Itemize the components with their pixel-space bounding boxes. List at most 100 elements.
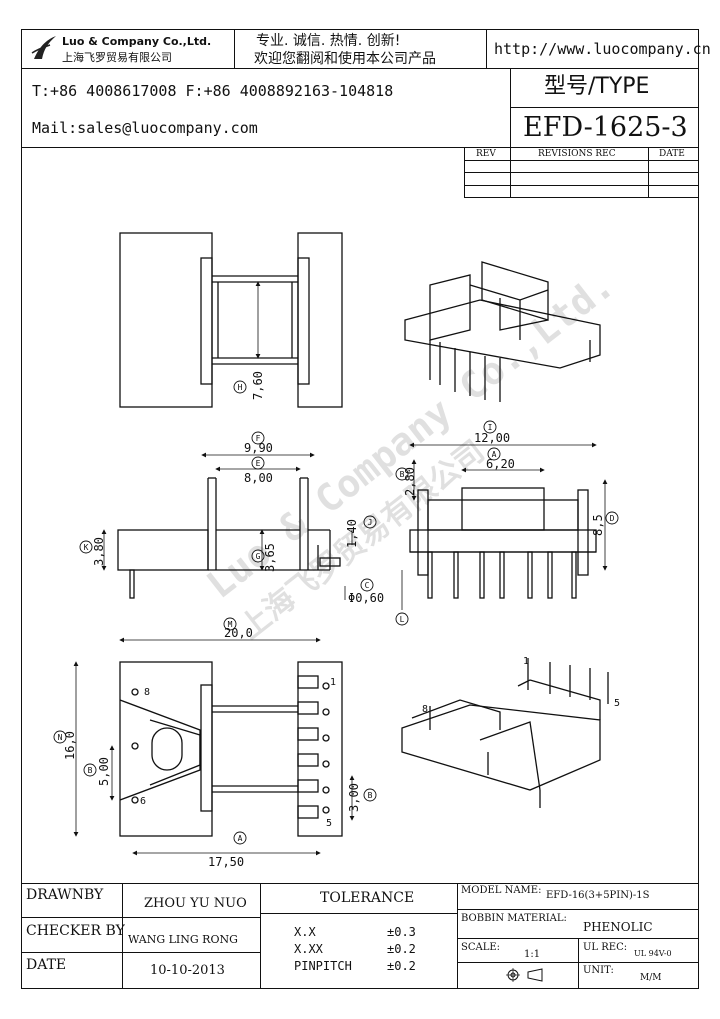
email[interactable]: Mail:sales@luocompany.com — [32, 119, 258, 137]
website-link[interactable]: http://www.luocompany.cn — [494, 40, 711, 58]
pin-6: 6 — [140, 796, 146, 807]
iso-pin-1: 1 — [523, 656, 529, 667]
scale-value: 1:1 — [524, 949, 541, 960]
ulrec-label: UL REC: — [583, 942, 628, 953]
tol3-label: PINPITCH — [294, 959, 352, 973]
unit-label: UNIT: — [583, 965, 614, 976]
dim-F: 9,90 — [244, 441, 273, 455]
checker-label: CHECKER BY — [26, 923, 125, 939]
front-view — [401, 442, 608, 610]
tb-line — [578, 938, 579, 989]
drawnby-value: ZHOU YU NUO — [144, 896, 247, 911]
projection-symbol-icon — [504, 966, 548, 984]
pin-5: 5 — [326, 818, 332, 829]
slogan-line1: 专业. 诚信. 热情. 创新! — [256, 33, 401, 49]
bobbin-value: PHENOLIC — [583, 920, 653, 934]
tolerance-title: TOLERANCE — [320, 890, 415, 906]
checker-value: WANG LING RONG — [128, 933, 238, 946]
pin-1: 1 — [330, 677, 336, 688]
bottom-view — [73, 637, 355, 856]
drawnby-label: DRAWNBY — [26, 887, 104, 903]
letter-B-top: B — [400, 470, 405, 479]
rev-col-line — [648, 147, 649, 198]
letter-H: H — [238, 383, 243, 392]
dim-B-left: 5,00 — [97, 757, 111, 786]
letter-C: C — [365, 581, 370, 590]
iso-pin-5: 5 — [614, 698, 620, 709]
date-value: 10-10-2013 — [150, 963, 225, 978]
rev-header-date: DATE — [659, 149, 685, 159]
letter-B-left: B — [88, 766, 93, 775]
letter-A-top: A — [492, 450, 497, 459]
dim-H: 7,60 — [251, 371, 265, 400]
unit-value: M/M — [640, 973, 662, 983]
top-view — [119, 232, 343, 408]
title-block — [21, 883, 699, 989]
letter-E: E — [256, 459, 261, 468]
letter-B-right: B — [368, 791, 373, 800]
model-name-label: MODEL NAME: — [461, 885, 542, 896]
tol3-value: ±0.2 — [387, 959, 416, 973]
letter-F: F — [256, 434, 261, 443]
tb-line — [21, 952, 260, 953]
tb-line — [457, 909, 699, 910]
ulrec-value: UL 94V-0 — [634, 949, 672, 958]
dim-E: 8,00 — [244, 471, 273, 485]
circled-letter-text: H F E K G J C I B A D L M N B B A — [58, 383, 615, 843]
letter-L: L — [400, 615, 405, 624]
scale-label: SCALE: — [461, 942, 501, 953]
tol1-value: ±0.3 — [387, 925, 416, 939]
tb-line — [122, 883, 123, 989]
side-view — [101, 452, 353, 600]
dim-A-top: 6,20 — [486, 457, 515, 471]
pin-numbers: 8 6 1 5 1 5 8 — [140, 656, 620, 829]
company-logo-icon — [30, 33, 58, 63]
bottom-pins — [297, 675, 319, 819]
isometric-view-top — [404, 261, 601, 402]
dim-A-bottom: 17,50 — [208, 855, 244, 869]
dim-J: 1,40 — [345, 519, 359, 548]
tol2-label: X.XX — [294, 942, 323, 956]
tb-line — [260, 913, 457, 914]
type-label: 型号/TYPE — [544, 74, 650, 99]
letter-M: M — [228, 620, 233, 629]
dim-G: 3,65 — [263, 543, 277, 572]
circled-letters — [53, 380, 619, 845]
date-label: DATE — [26, 957, 67, 973]
bobbin-label: BOBBIN MATERIAL: — [461, 913, 567, 924]
letter-G: G — [256, 552, 261, 561]
dimension-labels: 7,60 9,90 8,00 3,80 3,65 1,40 Φ0,60 12,0… — [63, 371, 605, 869]
rev-row-line — [464, 185, 699, 186]
rev-col-line — [510, 147, 511, 198]
letter-J: J — [368, 518, 373, 527]
tb-line — [457, 883, 458, 989]
model-number: EFD-1625-3 — [523, 112, 688, 143]
tol1-label: X.X — [294, 925, 316, 939]
dim-B-right: 3,00 — [347, 783, 361, 812]
company-name: Luo & Company Co.,Ltd. — [62, 35, 212, 48]
dim-I: 12,00 — [474, 431, 510, 445]
letter-K: K — [84, 543, 89, 552]
isometric-view-bottom — [401, 658, 609, 808]
dim-B-top: 2,80 — [403, 467, 417, 496]
pin-8: 8 — [144, 687, 150, 698]
dim-C: Φ0,60 — [348, 591, 384, 605]
iso-pin-8: 8 — [422, 704, 428, 715]
model-name-value: EFD-16(3+5PIN)-1S — [546, 890, 650, 901]
slogan-line2: 欢迎您翻阅和使用本公司产品 — [254, 51, 436, 67]
company-name-cn: 上海飞罗贸易有限公司 — [62, 51, 172, 64]
dim-N: 16,0 — [63, 731, 77, 760]
letter-N: N — [58, 733, 63, 742]
rev-header-rev: REV — [476, 149, 496, 159]
letter-A-bottom: A — [238, 834, 243, 843]
rev-row-line — [464, 160, 699, 161]
tol2-value: ±0.2 — [387, 942, 416, 956]
rev-header-revisions: REVISIONS REC — [538, 149, 616, 159]
phone-fax: T:+86 4008617008 F:+86 4008892163-104818 — [32, 82, 394, 100]
tb-line — [21, 917, 260, 918]
letter-I: I — [488, 423, 493, 432]
dim-K: 3,80 — [92, 537, 106, 566]
rev-row-line — [464, 172, 699, 173]
letter-D: D — [610, 514, 615, 523]
